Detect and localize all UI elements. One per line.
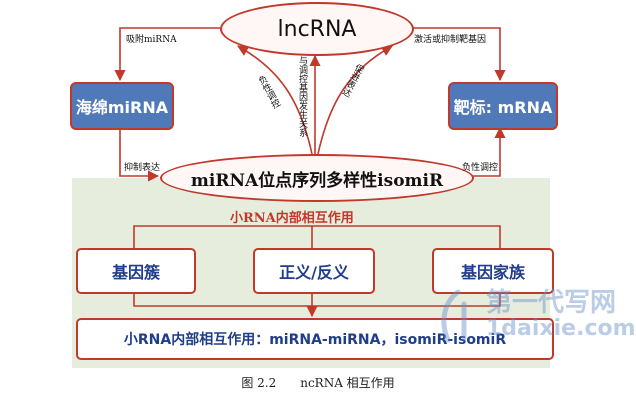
small-rna-interaction-box: 小RNA内部相互作用：miRNA-miRNA，isomiR-isomiR [76, 318, 554, 360]
inner-bracket [133, 225, 501, 248]
edge-label-negative: 负性调控 [462, 163, 499, 173]
target-mrna-node: 靶标: mRNA [448, 82, 558, 130]
sponge-mirna-node: 海绵miRNA [70, 82, 174, 130]
edge-lnc-to-sponge [114, 27, 220, 82]
edge-isomir-to-target [470, 126, 506, 177]
edge-label-inhibit: 抑制表达 [124, 163, 161, 173]
isomir-label: miRNA位点序列多样性isomiR [190, 170, 444, 191]
edge-sponge-to-isomir [119, 128, 160, 182]
lncrna-label: lncRNA [277, 16, 357, 42]
watermark-logo-icon [441, 289, 467, 343]
curve-right [317, 45, 393, 155]
watermark-text-cn: 第一代写网 [486, 288, 617, 318]
edge-label-activate: 激活或抑制靶基因 [414, 35, 487, 45]
bracket-low [133, 290, 501, 307]
figure-caption: 图 2.2 ncRNA 相互作用 [241, 376, 395, 390]
inner-title: 小RNA内部相互作用 [230, 211, 354, 226]
isomir-node: miRNA位点序列多样性isomiR [160, 154, 474, 202]
curve-left [237, 45, 313, 155]
watermark-text-url: 1daixie.com [486, 316, 636, 341]
gene-family-box: 基因家族 [432, 248, 554, 294]
watermark: 第一代写网 1daixie.com [434, 282, 636, 352]
sense-antisense-box: 正义/反义 [253, 248, 375, 294]
edge-label-adsorb: 吸附miRNA [126, 35, 177, 45]
lncrna-node: lncRNA [220, 2, 414, 56]
vert-label-cogen: 与调控基因发生关系 [297, 56, 307, 137]
gene-cluster-box: 基因簇 [76, 248, 196, 294]
edge-lnc-to-target [410, 27, 506, 82]
